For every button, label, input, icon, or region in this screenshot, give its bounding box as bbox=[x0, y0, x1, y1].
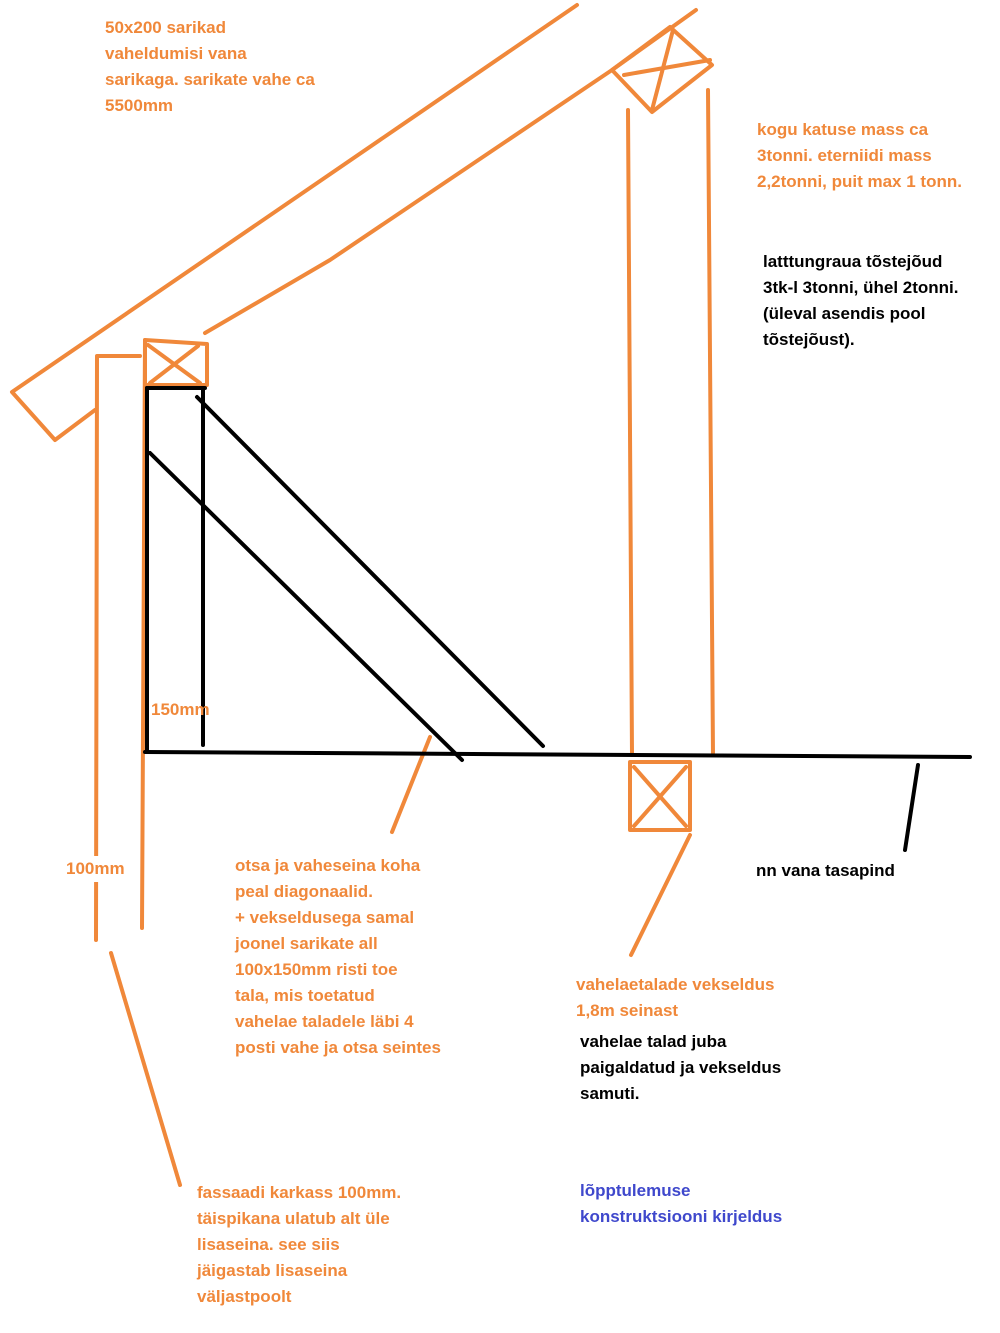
floor-level-line bbox=[143, 750, 972, 759]
old-level-note: nn vana tasapind bbox=[756, 861, 895, 880]
leader-facade bbox=[109, 951, 182, 1187]
wallplate-cross bbox=[148, 344, 200, 385]
trimmer-beam-section bbox=[628, 760, 692, 832]
lift-force-note: latttungraua tõstejõud 3tk-l 3tonni, ühe… bbox=[763, 249, 959, 353]
note-line: tõstejõust). bbox=[763, 330, 855, 349]
note-line: vahelae taladele läbi 4 bbox=[235, 1012, 414, 1031]
note-line: lõpptulemuse bbox=[580, 1181, 691, 1200]
trimmer-cross bbox=[632, 765, 688, 828]
note-line: 2,2tonni, puit max 1 tonn. bbox=[757, 172, 962, 191]
note-line: tala, mis toetatud bbox=[235, 986, 375, 1005]
roof-mass-note: kogu katuse mass ca 3tonni. eterniidi ma… bbox=[757, 117, 962, 195]
note-line: 3tk-l 3tonni, ühel 2tonni. bbox=[763, 278, 959, 297]
note-line: 100x150mm risti toe bbox=[235, 960, 398, 979]
joists-installed-note: vahelae talad juba paigaldatud ja veksel… bbox=[580, 1029, 781, 1107]
ridge-beam-cross bbox=[622, 58, 712, 77]
note-line: fassaadi karkass 100mm. bbox=[197, 1183, 402, 1202]
diagonals-note: otsa ja vaheseina koha peal diagonaalid.… bbox=[235, 853, 441, 1061]
facade-note: fassaadi karkass 100mm. täispikana ulatu… bbox=[197, 1180, 401, 1310]
note-line: vahelaetalade vekseldus bbox=[576, 975, 775, 994]
facade-frame bbox=[94, 354, 142, 942]
leader-trimmer bbox=[629, 833, 692, 957]
rafter-upper-edge bbox=[10, 3, 579, 442]
ridge-beam-section bbox=[610, 25, 714, 114]
note-line: 50x200 sarikad bbox=[105, 18, 226, 37]
note-line: posti vahe ja otsa seintes bbox=[235, 1038, 441, 1057]
post-right bbox=[706, 88, 715, 757]
trimmer-note: vahelaetalade vekseldus 1,8m seinast bbox=[576, 972, 774, 1024]
note-line: + vekseldusega samal bbox=[235, 908, 415, 927]
facade-frame-inner bbox=[140, 338, 147, 930]
wallplate-section bbox=[143, 338, 209, 387]
note-line: sarikaga. sarikate vahe ca bbox=[105, 70, 315, 89]
note-line: paigaldatud ja vekseldus bbox=[580, 1058, 782, 1077]
note-line: 3tonni. eterniidi mass bbox=[757, 146, 932, 165]
note-line: vahelae talad juba bbox=[580, 1032, 727, 1051]
ridge-beam-cross bbox=[650, 28, 675, 112]
leader-old-level bbox=[903, 763, 920, 852]
note-line: väljastpoolt bbox=[197, 1287, 292, 1306]
note-line: täispikana ulatub alt üle bbox=[197, 1209, 390, 1228]
note-line: peal diagonaalid. bbox=[235, 882, 373, 901]
note-line: samuti. bbox=[580, 1084, 640, 1103]
rafters-note: 50x200 sarikad vaheldumisi vana sarikaga… bbox=[105, 15, 315, 119]
note-line: jäigastab lisaseina bbox=[197, 1261, 348, 1280]
note-line: lisaseina. see siis bbox=[197, 1235, 340, 1254]
dimension-150mm: 150mm bbox=[151, 700, 210, 719]
note-line: joonel sarikate all bbox=[235, 934, 378, 953]
note-line: 5500mm bbox=[105, 96, 174, 115]
legend-note: lõpptulemuse konstruktsiooni kirjeldus bbox=[580, 1178, 782, 1230]
note-line: kogu katuse mass ca bbox=[757, 120, 929, 139]
note-line: vaheldumisi vana bbox=[105, 44, 247, 63]
note-line: 1,8m seinast bbox=[576, 1001, 679, 1020]
diagonal-brace bbox=[148, 451, 464, 762]
dimension-100mm: 100mm bbox=[66, 856, 125, 882]
diagonal-brace bbox=[195, 395, 545, 748]
post-left bbox=[626, 108, 634, 757]
note-line: konstruktsiooni kirjeldus bbox=[580, 1207, 783, 1226]
note-line: latttungraua tõstejõud bbox=[763, 252, 943, 271]
note-line: (üleval asendis pool bbox=[763, 304, 926, 323]
note-line: otsa ja vaheseina koha bbox=[235, 856, 421, 875]
leader-diagonals bbox=[390, 735, 432, 834]
